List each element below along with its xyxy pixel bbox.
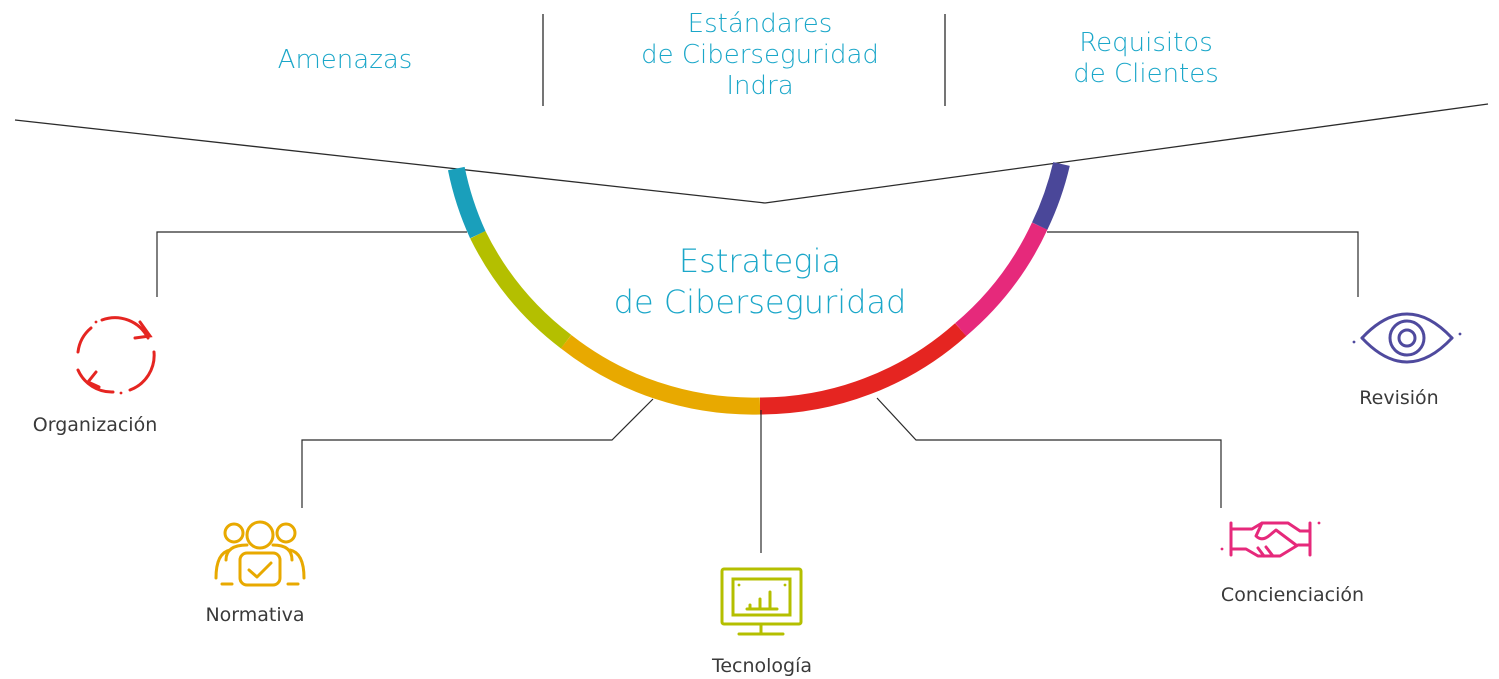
connector-normativa <box>301 398 654 508</box>
connector-organizacion <box>156 231 467 297</box>
arc-segment-cyan <box>447 166 486 239</box>
people-check-icon <box>214 520 306 587</box>
label-revision: Revisión <box>1359 387 1439 409</box>
arc-segment-magenta <box>955 222 1048 337</box>
arc-segment-purple <box>1031 161 1070 230</box>
monitor-chart-icon <box>720 567 803 636</box>
input-amenazas: Amenazas <box>277 45 413 75</box>
eye-icon <box>1352 312 1462 364</box>
connector-concienciacion <box>876 397 1222 508</box>
label-organizacion: Organización <box>32 414 158 436</box>
funnel-line-left <box>14 119 766 204</box>
label-tecnologia: Tecnología <box>711 655 813 677</box>
handshake-icon <box>1220 521 1321 558</box>
arc-segment-lime <box>470 230 572 349</box>
cycle-arrows-icon <box>76 316 156 395</box>
center-title: Estrategia de Ciberseguridad <box>613 242 907 321</box>
arc-segment-orange <box>560 335 761 415</box>
label-normativa: Normativa <box>205 604 305 626</box>
connector-revision <box>1047 231 1359 297</box>
arc-segment-red <box>759 323 967 415</box>
funnel-line-right <box>764 103 1489 204</box>
input-requisitos: Requisitos de Clientes <box>1073 28 1219 89</box>
label-concienciacion: Concienciación <box>1220 584 1365 606</box>
input-estandares: Estándares de Ciberseguridad Indra <box>641 9 879 101</box>
